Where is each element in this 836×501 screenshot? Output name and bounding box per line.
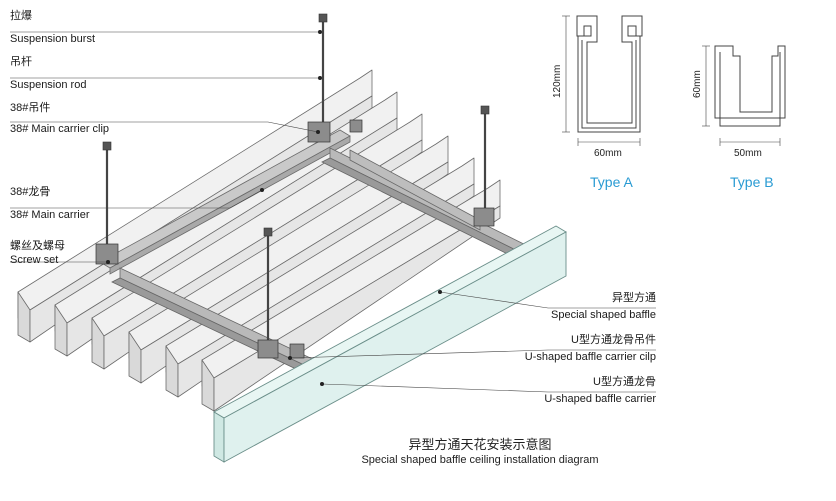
type-b-profile: [714, 45, 786, 127]
callout-suspension-burst-en: Suspension burst: [10, 33, 95, 45]
callout-main-carrier-cn: 38#龙骨: [10, 186, 51, 198]
type-a-caption: Type A: [590, 174, 633, 190]
callout-main-carrier-clip-en: 38# Main carrier clip: [10, 123, 110, 135]
type-a-height-label: 120mm: [552, 65, 563, 98]
type-b-dims: [702, 45, 781, 146]
type-a-profile: [576, 15, 643, 133]
callout-main-carrier-en: 38# Main carrier: [10, 209, 90, 221]
callout-baffle-carrier-clip-en: U-shaped baffle carrier cilp: [524, 351, 656, 363]
leader-dots: [106, 30, 442, 386]
type-b-caption: Type B: [730, 174, 774, 190]
suspension-bursts: [102, 13, 490, 237]
type-a-width-label: 60mm: [594, 148, 622, 159]
callout-suspension-rod-cn: 吊杆: [10, 56, 32, 68]
type-b-width-label: 50mm: [734, 148, 762, 159]
callout-screw-set-en: Screw set: [10, 254, 59, 266]
callout-baffle-carrier-cn: U型方通龙骨: [593, 376, 656, 388]
baffle-carrier-rails: [111, 147, 561, 387]
callout-baffle-carrier-clip-cn: U型方通龙骨吊件: [571, 334, 656, 346]
type-b-height-label: 60mm: [692, 70, 703, 98]
leader-lines: [10, 31, 656, 393]
carrier-clips: [95, 119, 495, 359]
callout-screw-set-cn: 螺丝及螺母: [10, 240, 65, 252]
front-glass-baffle: [213, 225, 567, 463]
suspension-rods: [105, 18, 487, 345]
main-carrier-38: [99, 129, 351, 275]
callout-special-baffle-cn: 异型方通: [612, 292, 656, 304]
callout-special-baffle-en: Special shaped baffle: [551, 309, 656, 321]
callout-suspension-burst-cn: 拉爆: [10, 10, 32, 22]
type-a-dims: [562, 15, 641, 146]
callout-baffle-carrier-en: U-shaped baffle carrier: [544, 393, 656, 405]
diagram-title-en: Special shaped baffle ceiling installati…: [361, 454, 599, 466]
callout-main-carrier-clip-cn: 38#吊件: [10, 102, 51, 114]
diagram-title-cn: 异型方通天花安装示意图: [408, 437, 552, 452]
baffle-group: [17, 69, 501, 412]
callout-suspension-rod-en: Suspension rod: [10, 79, 87, 91]
